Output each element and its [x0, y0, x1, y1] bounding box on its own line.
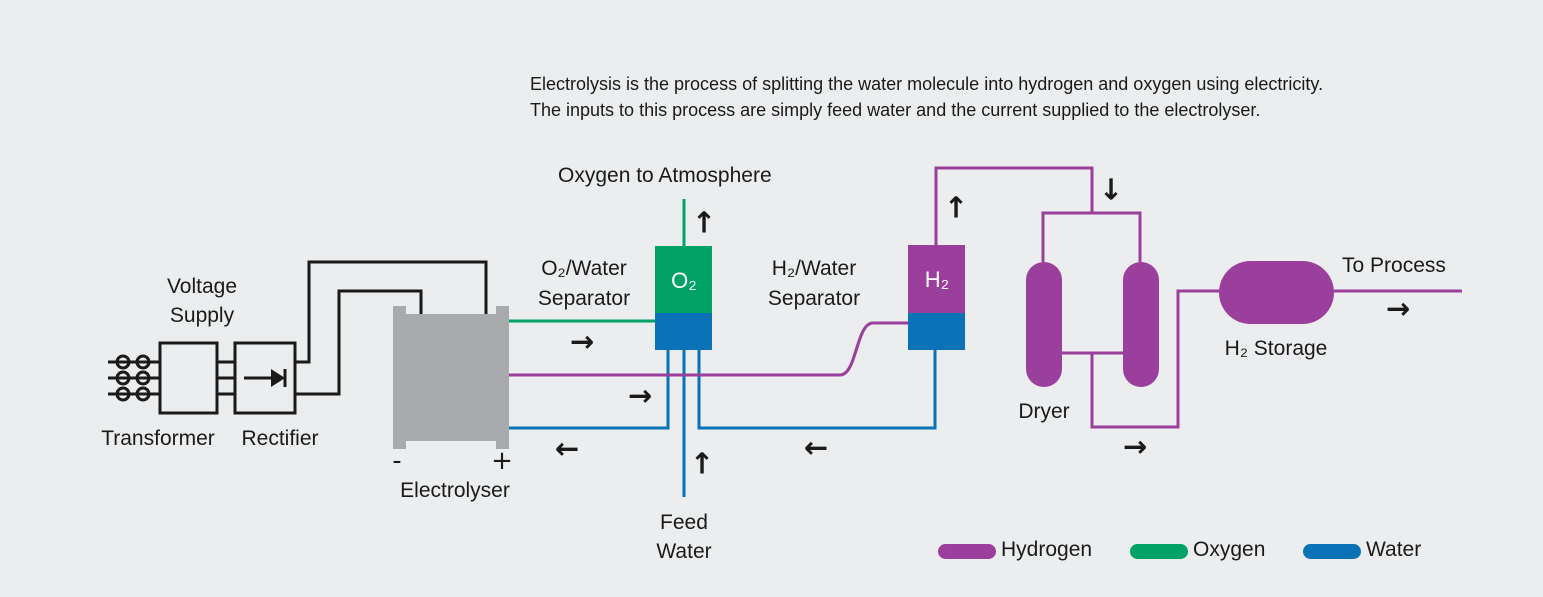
- arrow-up-feed-water-icon: ↑: [689, 446, 715, 481]
- dryer-column-right: [1123, 262, 1159, 387]
- three-phase-supply-icon: [108, 354, 160, 402]
- arrow-up-hydrogen-out-icon: ↑: [943, 190, 969, 225]
- transformer-rectifier-connectors: [217, 360, 235, 396]
- hydrogen-line-electrolyser-to-separator: [509, 321, 908, 377]
- hydrogen-dryer-inlet-tee: [1041, 211, 1142, 262]
- rectifier-label: Rectifier: [241, 427, 319, 450]
- oxygen-to-atmosphere-label: Oxygen to Atmosphere: [558, 164, 772, 187]
- legend-swatch-water: [1303, 544, 1361, 559]
- legend-swatch-oxygen: [1130, 544, 1188, 559]
- dc-wire-negative: [295, 289, 423, 396]
- h2-storage-label: H₂ Storage: [1224, 337, 1328, 360]
- o2-separator-water-section: [655, 313, 712, 350]
- h2-separator-gas-section: [908, 245, 965, 313]
- arrow-down-dryer-inlet-icon: ↓: [1098, 172, 1124, 207]
- h2-separator-water-section: [908, 313, 965, 350]
- hydrogen-line-separator-to-dryer: [934, 166, 1094, 245]
- electrolyser-plus-terminal: +: [491, 446, 513, 476]
- arrow-up-oxygen-atmosphere-icon: ↑: [691, 205, 717, 240]
- electrolyser-stack: [393, 306, 509, 449]
- feed-water-label: Feed Water: [656, 511, 712, 563]
- legend-label-water: Water: [1366, 538, 1422, 561]
- transformer-label: Transformer: [101, 427, 215, 450]
- electrolyser-label: Electrolyser: [400, 479, 510, 502]
- h2-storage-tank: [1219, 261, 1334, 324]
- to-process-label: To Process: [1342, 254, 1446, 277]
- intro-line-2: The inputs to this process are simply fe…: [530, 100, 1261, 120]
- electrolyser-minus-terminal: -: [392, 446, 402, 476]
- dryer-column-left: [1026, 262, 1062, 387]
- dryer-label: Dryer: [1018, 400, 1070, 423]
- h2-box-label: H₂: [924, 267, 950, 292]
- arrow-right-to-process-icon: →: [1385, 291, 1411, 326]
- diode-icon: [271, 369, 285, 387]
- dc-wire-positive: [295, 260, 488, 364]
- water-return-line-right: [697, 350, 937, 430]
- h2-separator-label: H₂/Water Separator: [767, 257, 861, 310]
- o2-box-label: O₂: [671, 268, 697, 293]
- legend-swatch-hydrogen: [938, 544, 996, 559]
- arrow-right-hydrogen-flow-icon: →: [627, 378, 653, 413]
- legend-label-oxygen: Oxygen: [1193, 538, 1266, 561]
- transformer-box: [158, 341, 219, 415]
- intro-line-1: Electrolysis is the process of splitting…: [530, 74, 1324, 94]
- arrow-left-water-return-right-icon: ←: [803, 430, 829, 465]
- arrow-right-dryer-outlet-icon: →: [1122, 429, 1148, 464]
- arrow-left-water-return-icon: ←: [554, 431, 580, 466]
- o2-separator-gas-section: [655, 246, 712, 313]
- o2-separator-label: O₂/Water Separator: [537, 257, 631, 310]
- rectifier-box: [233, 341, 297, 415]
- voltage-supply-label: Voltage Supply: [166, 275, 238, 327]
- arrow-right-oxygen-flow-icon: →: [569, 324, 595, 359]
- legend-label-hydrogen: Hydrogen: [1001, 538, 1093, 561]
- intro-text: Electrolysis is the process of splitting…: [530, 71, 1323, 123]
- hydrogen-line-dryer-to-storage: [1090, 289, 1219, 429]
